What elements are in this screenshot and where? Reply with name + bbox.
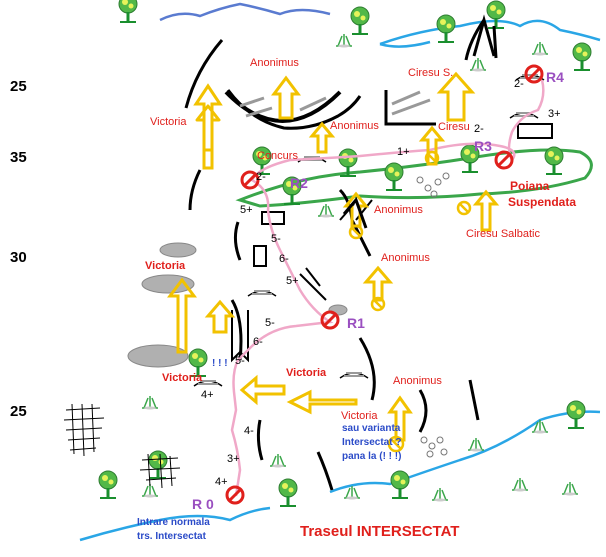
grade-3plus: 3+ xyxy=(227,453,240,465)
route-victoria-low: Victoria xyxy=(162,372,203,384)
route-anonimus-4: Anonimus xyxy=(381,252,430,264)
topo-title: Traseul INTERSECTAT xyxy=(300,523,460,540)
variant-note-1: sau varianta xyxy=(342,423,401,434)
entry-note-1: Intrare normala xyxy=(137,517,210,528)
grade-2minus-r3: 2- xyxy=(474,123,484,135)
grade-6minus: 6- xyxy=(253,336,263,348)
relay-r0: R 0 xyxy=(192,496,214,512)
poiana-label-1: Poiana xyxy=(510,179,550,193)
grade-5plus-top: 5+ xyxy=(240,204,253,216)
hatch-area xyxy=(63,403,181,489)
route-ciresu: Ciresu xyxy=(438,121,470,133)
route-anonimus-top: Anonimus xyxy=(250,57,299,69)
relay-r2: R2 xyxy=(290,175,308,191)
side-grade-3: 30 xyxy=(10,249,27,266)
scree xyxy=(416,172,450,458)
poiana-label-2: Suspendata xyxy=(508,195,577,209)
grade-4plus-bottom: 4+ xyxy=(215,476,228,488)
relay-r3: R3 xyxy=(474,138,492,154)
grade-3plus-r4: 3+ xyxy=(548,108,561,120)
ledges xyxy=(193,74,553,387)
grade-5minus-r1: 5- xyxy=(265,317,275,329)
exit-arrows xyxy=(342,14,496,229)
variant-note-2: Intersectat ? xyxy=(342,437,402,448)
side-grade-2: 35 xyxy=(10,149,27,166)
circle-markers xyxy=(348,150,472,453)
route-victoria-left: Victoria xyxy=(145,260,186,272)
route-victoria-top: Victoria xyxy=(150,116,187,128)
side-grade-top: 25 xyxy=(10,78,27,95)
grade-5minus-mid: 5- xyxy=(271,233,281,245)
grade-4plus-mid: 4+ xyxy=(201,389,214,401)
grade-2minus-r4: 2- xyxy=(514,78,524,90)
big-overhang xyxy=(224,90,342,123)
overhang-shading xyxy=(239,90,431,118)
grade-4minus: 4- xyxy=(244,425,254,437)
grade-2minus-r2: 2- xyxy=(256,171,266,183)
grade-1plus: 1+ xyxy=(397,146,410,158)
grade-6minus-mid: 6- xyxy=(279,253,289,265)
route-anonimus-5: Anonimus xyxy=(393,375,442,387)
route-ciresu-s: Ciresu S. xyxy=(408,67,454,79)
warning-marks: ! ! ! xyxy=(212,358,228,369)
grass-belt xyxy=(235,148,593,208)
relay-r1: R1 xyxy=(347,315,365,331)
grade-5plus: 5+ xyxy=(286,275,299,287)
variant-note-3: pana la (! ! !) xyxy=(342,451,402,462)
entry-note-2: trs. Intersectat xyxy=(137,531,206,542)
route-victoria-mid: Victoria xyxy=(286,367,327,379)
route-anonimus-3: Anonimus xyxy=(374,204,423,216)
route-arrows xyxy=(167,71,500,442)
grade-5minus-low: 5- xyxy=(235,355,245,367)
route-ciresu-salbatic: Ciresu Salbatic xyxy=(466,228,540,240)
water-lines xyxy=(79,2,601,542)
relay-r4: R4 xyxy=(546,69,564,85)
side-grade-bottom: 25 xyxy=(10,403,27,420)
route-concurs: Concurs xyxy=(257,150,298,162)
route-victoria-right: Victoria xyxy=(341,410,378,422)
route-anonimus-2: Anonimus xyxy=(330,120,379,132)
